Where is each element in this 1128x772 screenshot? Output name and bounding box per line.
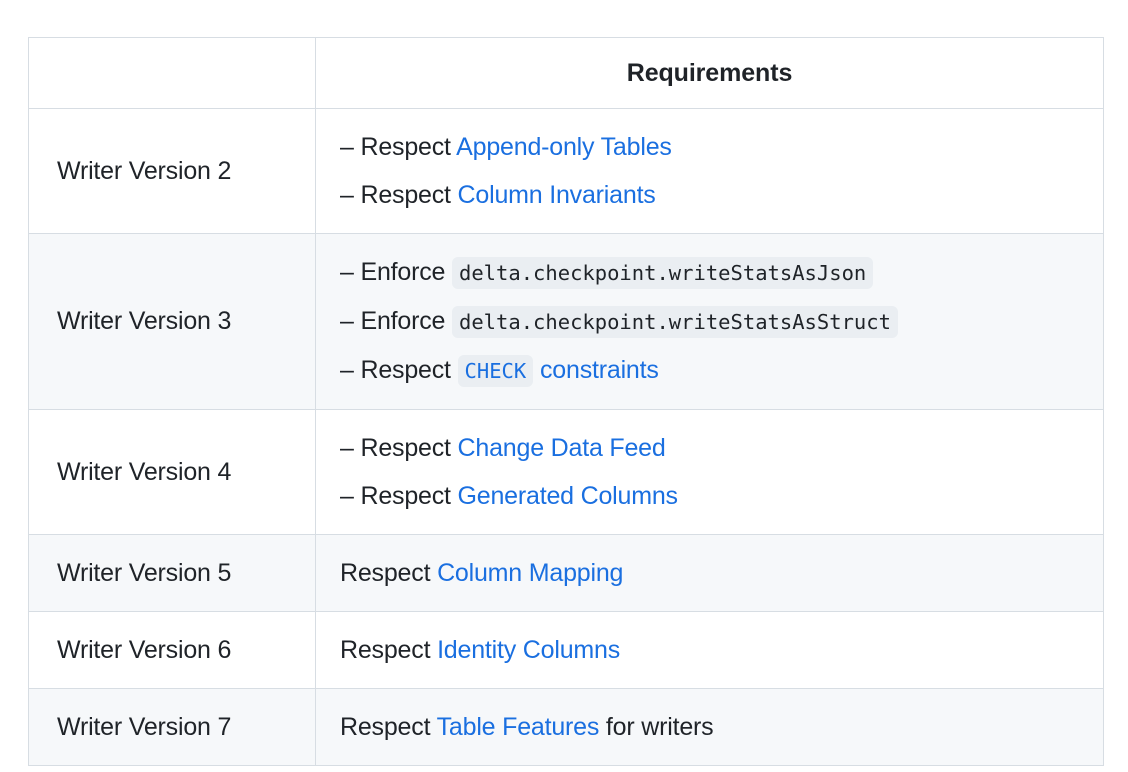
table-row: Writer Version 5 Respect Column Mapping bbox=[28, 534, 1104, 612]
requirement-verb: Respect bbox=[360, 434, 458, 462]
list-item: – Enforce delta.checkpoint.writeStatsAsS… bbox=[340, 297, 1103, 346]
list-dash: – bbox=[340, 133, 354, 161]
requirement-verb: Enforce bbox=[360, 258, 452, 286]
requirements-cell: Respect Identity Columns bbox=[315, 611, 1104, 689]
feature-link[interactable]: Append-only Tables bbox=[456, 133, 672, 161]
table-row: Writer Version 3– Enforce delta.checkpoi… bbox=[28, 233, 1104, 410]
requirement-suffix: for writers bbox=[599, 713, 714, 741]
list-item: – Respect Column Invariants bbox=[340, 171, 1103, 219]
requirement-verb: Respect bbox=[360, 181, 458, 209]
list-dash: – bbox=[340, 356, 354, 384]
writer-version-label: Writer Version 3 bbox=[28, 233, 316, 410]
requirements-cell: Respect Column Mapping bbox=[315, 534, 1104, 612]
list-item: – Respect Change Data Feed bbox=[340, 424, 1103, 472]
feature-link[interactable]: Column Mapping bbox=[437, 559, 624, 587]
table-body: Writer Version 2– Respect Append-only Ta… bbox=[28, 108, 1104, 766]
requirements-cell: – Enforce delta.checkpoint.writeStatsAsJ… bbox=[315, 233, 1104, 410]
requirement-list: – Enforce delta.checkpoint.writeStatsAsJ… bbox=[340, 248, 1103, 395]
check-constraint-code-link[interactable]: CHECK bbox=[457, 355, 534, 387]
list-dash: – bbox=[340, 307, 354, 335]
writer-version-label: Writer Version 2 bbox=[28, 108, 316, 234]
requirement-verb: Enforce bbox=[360, 307, 452, 335]
writer-version-requirements-table: Requirements Writer Version 2– Respect A… bbox=[28, 37, 1104, 766]
requirement-line: Respect Identity Columns bbox=[340, 626, 1103, 674]
column-header-version bbox=[28, 37, 316, 109]
requirement-verb: Respect bbox=[360, 133, 457, 161]
column-header-requirements: Requirements bbox=[315, 37, 1104, 109]
table-row: Writer Version 2– Respect Append-only Ta… bbox=[28, 108, 1104, 234]
list-item: – Respect Append-only Tables bbox=[340, 123, 1103, 171]
list-item: – Respect Generated Columns bbox=[340, 472, 1103, 520]
writer-version-label: Writer Version 4 bbox=[28, 409, 316, 535]
list-dash: – bbox=[340, 434, 354, 462]
table-header-row: Requirements bbox=[28, 37, 1104, 109]
feature-link[interactable]: Identity Columns bbox=[437, 636, 621, 664]
feature-link[interactable]: Change Data Feed bbox=[457, 434, 666, 462]
table-row: Writer Version 6 Respect Identity Columns bbox=[28, 611, 1104, 689]
requirement-verb: Respect bbox=[340, 559, 438, 587]
requirements-cell: – Respect Change Data Feed– Respect Gene… bbox=[315, 409, 1104, 535]
table-row: Writer Version 7 Respect Table Features f… bbox=[28, 688, 1104, 766]
writer-version-label: Writer Version 5 bbox=[28, 534, 316, 612]
list-dash: – bbox=[340, 181, 354, 209]
list-item: – Respect CHECK constraints bbox=[340, 346, 1103, 395]
requirement-verb: Respect bbox=[360, 356, 458, 384]
list-dash: – bbox=[340, 258, 354, 286]
feature-link[interactable]: Column Invariants bbox=[457, 181, 656, 209]
requirement-verb: Respect bbox=[340, 636, 438, 664]
table-header: Requirements bbox=[28, 37, 1104, 109]
requirements-cell: Respect Table Features for writers bbox=[315, 688, 1104, 766]
feature-link[interactable]: Generated Columns bbox=[457, 482, 679, 510]
requirement-verb: Respect bbox=[360, 482, 458, 510]
property-code-span: delta.checkpoint.writeStatsAsJson bbox=[451, 257, 874, 289]
feature-link[interactable]: constraints bbox=[533, 356, 659, 384]
requirement-line: Respect Table Features for writers bbox=[340, 703, 1103, 751]
list-dash: – bbox=[340, 482, 354, 510]
table-row: Writer Version 4– Respect Change Data Fe… bbox=[28, 409, 1104, 535]
requirement-list: – Respect Change Data Feed– Respect Gene… bbox=[340, 424, 1103, 520]
writer-version-label: Writer Version 6 bbox=[28, 611, 316, 689]
requirements-cell: – Respect Append-only Tables– Respect Co… bbox=[315, 108, 1104, 234]
writer-version-label: Writer Version 7 bbox=[28, 688, 316, 766]
requirement-verb: Respect bbox=[340, 713, 437, 741]
requirement-line: Respect Column Mapping bbox=[340, 549, 1103, 597]
requirement-list: – Respect Append-only Tables– Respect Co… bbox=[340, 123, 1103, 219]
property-code-span: delta.checkpoint.writeStatsAsStruct bbox=[451, 306, 898, 338]
list-item: – Enforce delta.checkpoint.writeStatsAsJ… bbox=[340, 248, 1103, 297]
feature-link[interactable]: Table Features bbox=[436, 713, 600, 741]
